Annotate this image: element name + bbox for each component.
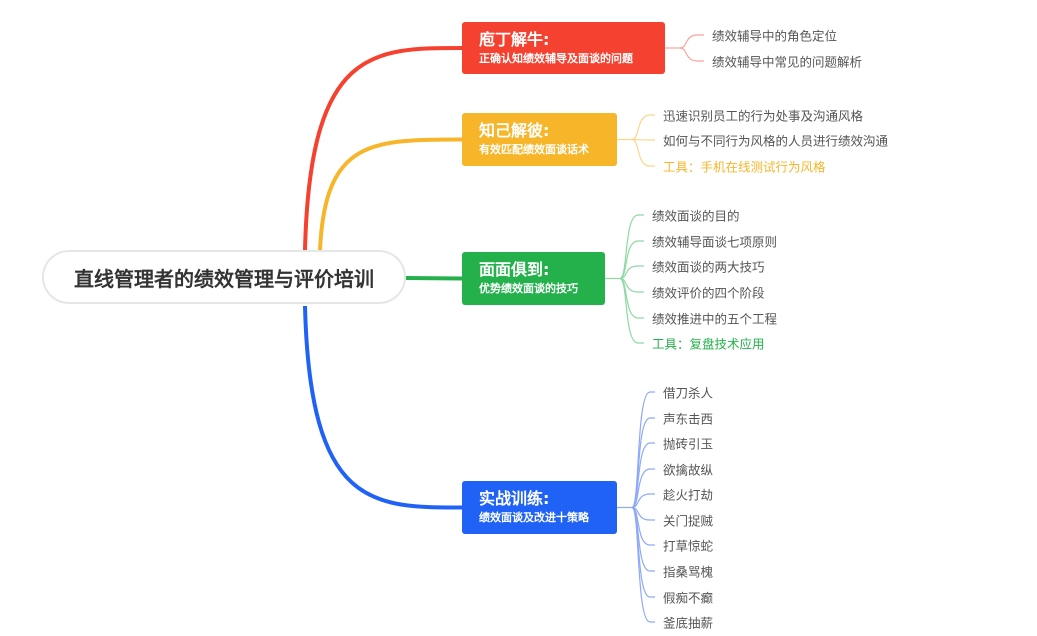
leaf-topic[interactable]: 绩效面谈的目的 <box>652 208 740 224</box>
branch-subtitle: 正确认知绩效辅导及面谈的问题 <box>479 52 633 65</box>
leaf-topic[interactable]: 绩效辅导面谈七项原则 <box>652 234 778 250</box>
branch-connector <box>405 276 463 281</box>
branch-topic[interactable]: 面面俱到: 优势绩效面谈的技巧 <box>462 252 605 305</box>
branch-subtitle: 优势绩效面谈的技巧 <box>479 282 578 295</box>
leaf-topic[interactable]: 绩效辅导中的角色定位 <box>712 28 838 44</box>
leaf-topic[interactable]: 绩效评价的四个阶段 <box>652 285 765 301</box>
leaf-topic[interactable]: 绩效面谈的两大技巧 <box>652 259 765 275</box>
branch-connector <box>303 46 463 251</box>
leaf-connector <box>631 506 655 623</box>
leaf-connector <box>631 493 655 509</box>
branch-topic[interactable]: 实战训练: 绩效面谈及改进十策略 <box>462 481 617 534</box>
leaf-topic[interactable]: 抛砖引玉 <box>663 436 714 452</box>
branch-subtitle: 有效匹配绩效面谈话术 <box>479 143 589 156</box>
leaf-topic[interactable]: 欲擒故纵 <box>663 462 714 478</box>
root-topic[interactable]: 直线管理者的绩效管理与评价培训 <box>42 250 406 304</box>
leaf-connector <box>631 138 655 167</box>
leaf-connector <box>619 265 644 280</box>
leaf-connector <box>631 468 655 509</box>
leaf-topic[interactable]: 假痴不癫 <box>663 590 714 606</box>
leaf-topic[interactable]: 绩效辅导中常见的问题解析 <box>712 54 863 70</box>
leaf-topic[interactable]: 趁火打劫 <box>663 487 714 503</box>
branch-connector <box>303 305 463 510</box>
leaf-connector <box>619 277 644 344</box>
tool-leaf[interactable]: 工具：手机在线测试行为风格 <box>663 159 826 175</box>
leaf-connector <box>619 214 644 280</box>
leaf-topic[interactable]: 釜底抽薪 <box>663 615 714 631</box>
leaf-connector <box>619 240 644 280</box>
leaf-connector <box>631 138 655 141</box>
leaf-topic[interactable]: 打草惊蛇 <box>663 538 714 554</box>
leaf-connector <box>631 442 655 509</box>
leaf-topic[interactable]: 绩效推进中的五个工程 <box>652 311 778 327</box>
branch-connector <box>318 137 463 251</box>
branch-subtitle: 绩效面谈及改进十策略 <box>479 511 589 524</box>
branch-topic[interactable]: 知己解彼: 有效匹配绩效面谈话术 <box>462 113 617 166</box>
leaf-topic[interactable]: 关门捉贼 <box>663 513 714 529</box>
branch-title: 实战训练: <box>479 489 550 508</box>
branch-title: 庖丁解牛: <box>479 30 550 49</box>
branch-title: 知己解彼: <box>479 121 550 140</box>
leaf-connector <box>631 114 655 141</box>
leaf-topic[interactable]: 声东击西 <box>663 411 714 427</box>
leaf-topic[interactable]: 借刀杀人 <box>663 385 714 401</box>
leaf-topic[interactable]: 指桑骂槐 <box>663 564 714 580</box>
leaf-connector <box>679 34 704 49</box>
tool-leaf[interactable]: 工具：复盘技术应用 <box>652 336 765 352</box>
leaf-connector <box>679 47 704 62</box>
branch-title: 面面俱到: <box>479 260 550 279</box>
leaf-topic[interactable]: 如何与不同行为风格的人员进行绩效沟通 <box>663 133 889 149</box>
branch-topic[interactable]: 庖丁解牛: 正确认知绩效辅导及面谈的问题 <box>462 22 665 74</box>
leaf-topic[interactable]: 迅速识别员工的行为处事及沟通风格 <box>663 108 864 124</box>
